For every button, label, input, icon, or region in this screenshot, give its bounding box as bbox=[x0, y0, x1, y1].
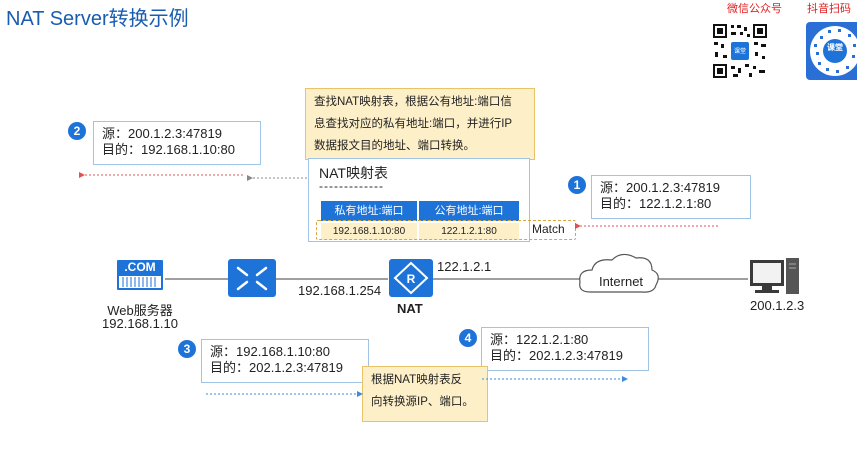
wechat-qr-code bbox=[711, 22, 769, 80]
web-server-icon bbox=[117, 260, 163, 290]
match-highlight bbox=[316, 220, 576, 240]
reverse-note-line-2: 向转换源IP、端口。 bbox=[371, 396, 474, 408]
nat-public-ip: 122.1.2.1 bbox=[437, 259, 492, 274]
table-header-public: 公有地址:端口 bbox=[419, 201, 519, 221]
step-4-box: 源：122.1.2.1:80 目的：202.1.2.3:47819 bbox=[481, 327, 649, 371]
internet-label: Internet bbox=[598, 274, 644, 289]
reverse-note: 根据NAT映射表反 向转换源IP、端口。 bbox=[362, 366, 488, 422]
step-3-badge: 3 bbox=[178, 340, 196, 358]
nat-label: NAT bbox=[397, 301, 423, 316]
step-4-src: 源：122.1.2.1:80 bbox=[490, 332, 589, 347]
table-cell-private: 192.168.1.10:80 bbox=[321, 223, 417, 240]
step-3-dst: 目的：202.1.2.3:47819 bbox=[210, 360, 343, 375]
table-cell-public: 122.1.2.1:80 bbox=[419, 223, 519, 240]
step-1-dst: 目的：122.1.2.1:80 bbox=[600, 196, 712, 211]
reverse-note-line-1: 根据NAT映射表反 bbox=[371, 374, 463, 386]
wechat-logo-text: 课堂 bbox=[733, 49, 746, 55]
web-icon-text: .COM bbox=[124, 260, 156, 274]
web-server-name: Web服务器 bbox=[107, 303, 173, 318]
douyin-logo-text: 课堂 bbox=[827, 43, 843, 52]
nat-router-icon: R bbox=[389, 259, 433, 297]
step-1-badge: 1 bbox=[568, 176, 586, 194]
table-header-private: 私有地址:端口 bbox=[321, 201, 417, 221]
page-title: NAT Server转换示例 bbox=[6, 8, 189, 30]
switch-gateway-ip: 192.168.1.254 bbox=[298, 283, 382, 298]
step-2-dst: 目的：192.168.1.10:80 bbox=[102, 142, 235, 157]
client-ip: 200.1.2.3 bbox=[750, 298, 805, 313]
lookup-note-line-3: 数据报文目的地址、端口转换。 bbox=[314, 140, 475, 152]
match-label: Match bbox=[532, 222, 565, 236]
lookup-note-line-1: 查找NAT映射表，根据公有地址:端口信 bbox=[314, 96, 512, 108]
step-2-box: 源：200.1.2.3:47819 目的：192.168.1.10:80 bbox=[93, 121, 261, 165]
douyin-qr-label: 抖音扫码 bbox=[807, 2, 851, 15]
step-2-badge: 2 bbox=[68, 122, 86, 140]
step-1-box: 源：200.1.2.3:47819 目的：122.1.2.1:80 bbox=[591, 175, 751, 219]
step-3-box: 源：192.168.1.10:80 目的：202.1.2.3:47819 bbox=[201, 339, 369, 383]
internet-cloud-icon bbox=[579, 253, 659, 293]
step-2-src: 源：200.1.2.3:47819 bbox=[102, 126, 222, 141]
lookup-note-line-2: 息查找对应的私有地址:端口，并进行IP bbox=[314, 118, 513, 130]
step-4-badge: 4 bbox=[459, 329, 477, 347]
switch-icon bbox=[228, 259, 276, 297]
lookup-note: 查找NAT映射表，根据公有地址:端口信 息查找对应的私有地址:端口，并进行IP … bbox=[305, 88, 535, 160]
step-3-src: 源：192.168.1.10:80 bbox=[210, 344, 330, 359]
nat-table-title: NAT映射表 bbox=[319, 165, 388, 181]
step-4-dst: 目的：202.1.2.3:47819 bbox=[490, 348, 623, 363]
step-1-src: 源：200.1.2.3:47819 bbox=[600, 180, 720, 195]
douyin-qr-code bbox=[806, 22, 857, 80]
web-server-ip: 192.168.1.10 bbox=[102, 316, 178, 331]
wechat-qr-label: 微信公众号 bbox=[727, 2, 782, 15]
svg-text:R: R bbox=[407, 272, 416, 286]
nat-table-dashes: ------------- bbox=[319, 179, 384, 193]
nat-mapping-table: NAT映射表 ------------- 私有地址:端口 公有地址:端口 192… bbox=[308, 158, 530, 242]
client-pc-icon bbox=[750, 258, 799, 294]
